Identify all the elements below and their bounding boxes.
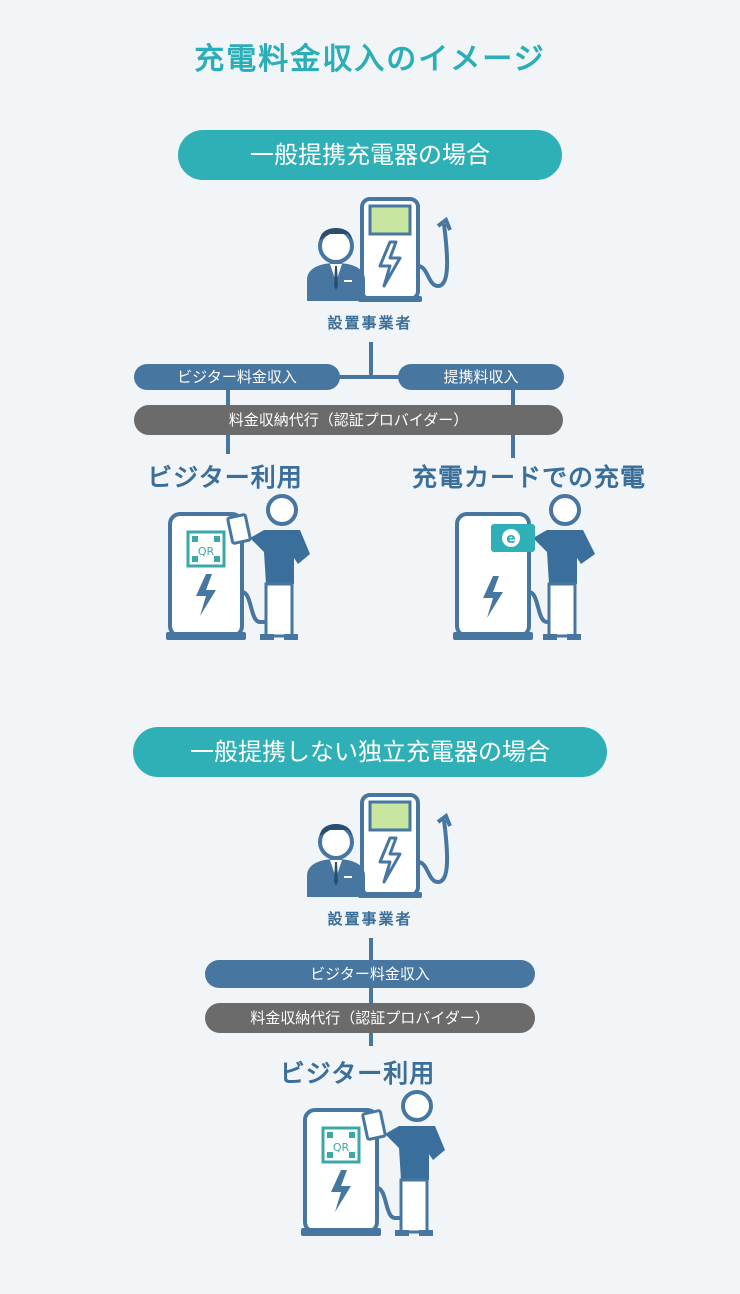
section2-heading-text: 一般提携しない独立充電器の場合	[190, 738, 550, 766]
visitor-use-label-2: ビジター利用	[279, 1059, 436, 1088]
visitor-income-pill: ビジター料金収入	[134, 364, 340, 390]
operator-charger-illustration	[300, 196, 460, 306]
operator-charger-illustration-2	[300, 792, 460, 902]
section2-heading: 一般提携しない独立充電器の場合	[133, 727, 607, 777]
section2-operator-label: 設置事業者	[327, 910, 413, 928]
card-charge-label: 充電カードでの充電	[411, 463, 646, 492]
agency-pill: 料金収納代行（認証プロバイダー）	[134, 405, 563, 435]
card-charge-illustration: e	[447, 492, 607, 646]
visitor-qr-illustration-2: QR	[295, 1088, 455, 1242]
qr-text-2: QR	[333, 1141, 350, 1154]
page-title: 充電料金収入のイメージ	[194, 42, 546, 77]
qr-text: QR	[198, 545, 215, 558]
agency-pill-2: 料金収納代行（認証プロバイダー）	[205, 1003, 535, 1033]
connector-line	[369, 342, 373, 378]
connector-line	[330, 375, 414, 379]
visitor-use-label: ビジター利用	[147, 463, 303, 492]
visitor-qr-illustration: QR	[160, 492, 320, 646]
alliance-income-pill: 提携料収入	[398, 364, 564, 390]
connector-line	[369, 938, 373, 1046]
card-letter: e	[506, 531, 516, 547]
section1-heading: 一般提携充電器の場合	[178, 130, 562, 180]
section1-heading-text: 一般提携充電器の場合	[250, 141, 490, 169]
section1-operator-label: 設置事業者	[327, 314, 413, 332]
visitor-income-pill-2: ビジター料金収入	[205, 960, 535, 988]
